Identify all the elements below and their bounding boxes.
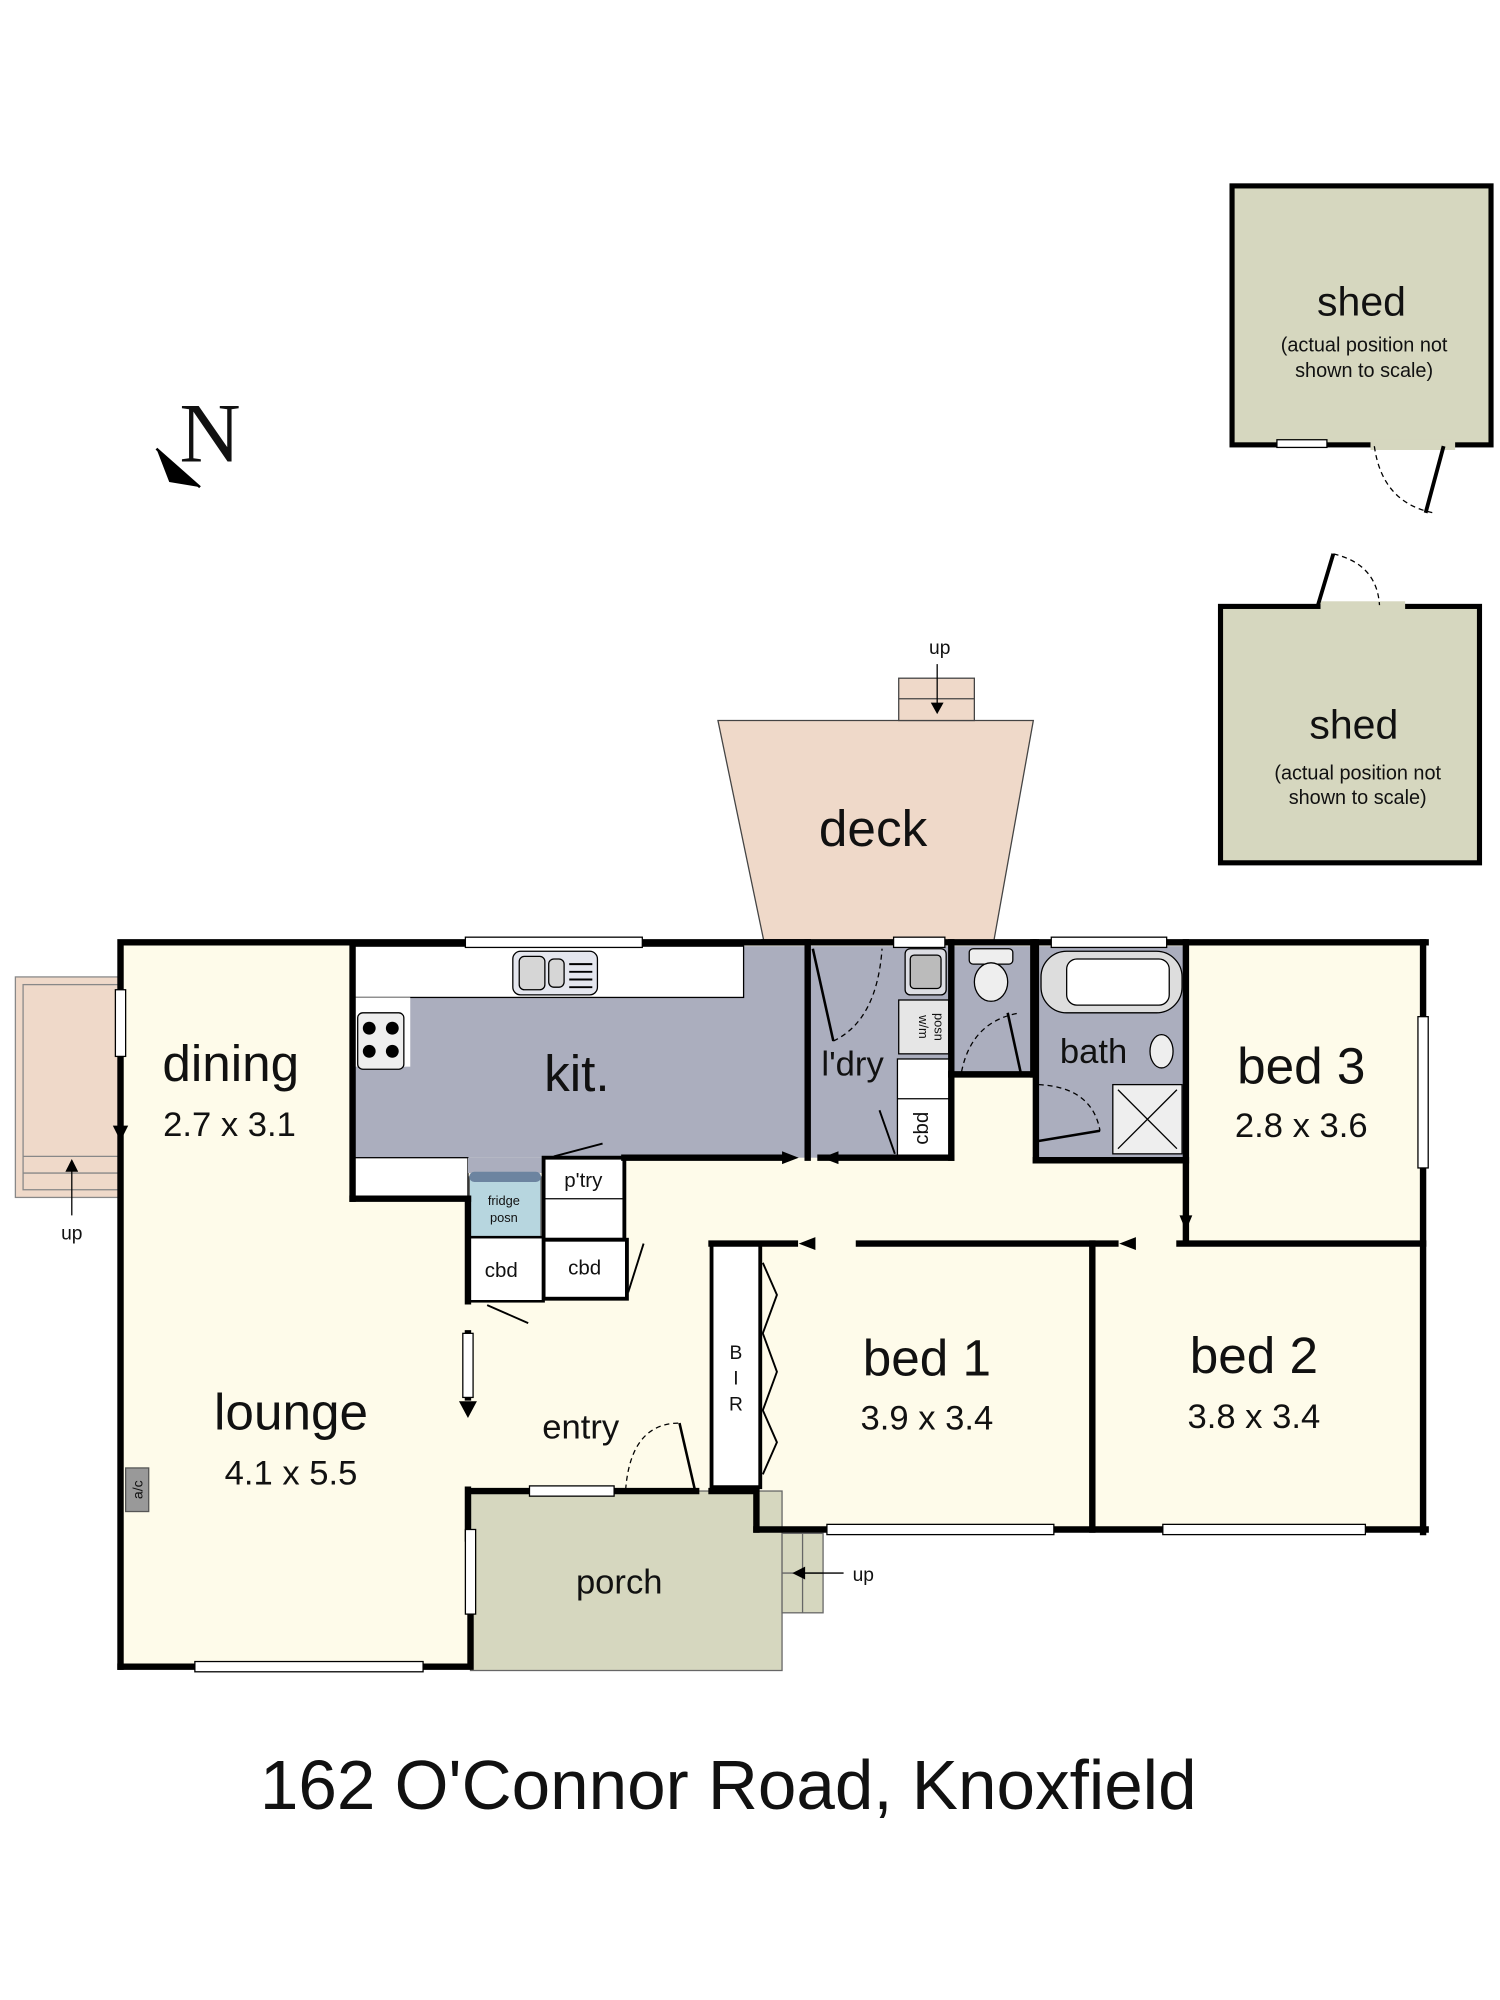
shed-2-note: (actual position not <box>1274 762 1441 784</box>
porch: up porch <box>469 1490 874 1672</box>
washer-label-2: posn <box>932 1013 947 1041</box>
door-markers <box>112 1125 1193 1491</box>
shed-1-name: shed <box>1317 278 1406 324</box>
sink-icon <box>512 950 599 996</box>
shed-2-name: shed <box>1309 701 1398 747</box>
bath-fixtures: bath <box>1038 950 1183 1155</box>
entry-label: entry <box>542 1408 620 1446</box>
bed1-label: bed 1 <box>863 1330 991 1387</box>
lounge-label: lounge <box>214 1383 368 1440</box>
laundry-label: l'dry <box>821 1046 884 1084</box>
deck: up deck <box>717 638 1035 943</box>
address-title: 162 O'Connor Road, Knoxfield <box>260 1746 1197 1824</box>
porch-up-label: up <box>853 1565 874 1586</box>
kitchen-label: kit. <box>544 1045 610 1102</box>
bed2-size: 3.8 x 3.4 <box>1187 1398 1320 1436</box>
fridge-label-2: posn <box>490 1210 518 1225</box>
deck-up-label: up <box>929 638 950 659</box>
windows <box>114 936 1429 1673</box>
cbd-label-2: cbd <box>568 1256 601 1279</box>
washer-label: w/m <box>916 1014 931 1039</box>
cbd-label: cbd <box>485 1259 518 1282</box>
bed1-size: 3.9 x 3.4 <box>861 1399 994 1437</box>
side-steps: up <box>14 976 122 1245</box>
north-arrow-icon: N <box>155 388 241 489</box>
bed3-label: bed 3 <box>1237 1037 1365 1094</box>
ac-unit <box>125 1467 150 1513</box>
shed-2-note-2: shown to scale) <box>1289 787 1427 809</box>
cbd-laundry-label: cbd <box>910 1112 933 1145</box>
cupboards: cbd cbd <box>466 1235 645 1324</box>
fridge-position: fridge posn <box>468 1171 542 1238</box>
shed-1-note-2: shown to scale) <box>1295 360 1433 382</box>
dining-size: 2.7 x 3.1 <box>163 1106 296 1144</box>
bir-label-b: B <box>729 1343 742 1364</box>
shed-1: shed (actual position not shown to scale… <box>1229 183 1494 514</box>
shed-1-note: (actual position not <box>1281 334 1448 356</box>
toilet-icon <box>960 948 1022 1073</box>
north-label: N <box>179 388 240 481</box>
shed-2: shed (actual position not shown to scale… <box>1217 553 1483 866</box>
pantry: p'try <box>541 1142 627 1242</box>
bed3-size: 2.8 x 3.6 <box>1235 1107 1368 1145</box>
bed2-label: bed 2 <box>1190 1327 1318 1384</box>
dining-label: dining <box>162 1035 299 1092</box>
laundry-fixtures: w/m posn cbd <box>811 948 951 1159</box>
bir-label-r: R <box>729 1394 743 1415</box>
cooktop-icon <box>357 1012 405 1070</box>
bir-label-i: I <box>733 1369 738 1390</box>
side-up-label: up <box>61 1224 82 1245</box>
fridge-label: fridge <box>488 1193 520 1208</box>
lounge-size: 4.1 x 5.5 <box>225 1455 358 1493</box>
bath-label: bath <box>1060 1033 1127 1071</box>
pantry-label: p'try <box>564 1169 603 1192</box>
deck-label: deck <box>819 800 928 857</box>
porch-label: porch <box>576 1564 663 1602</box>
ac-label: a/c <box>129 1480 145 1499</box>
